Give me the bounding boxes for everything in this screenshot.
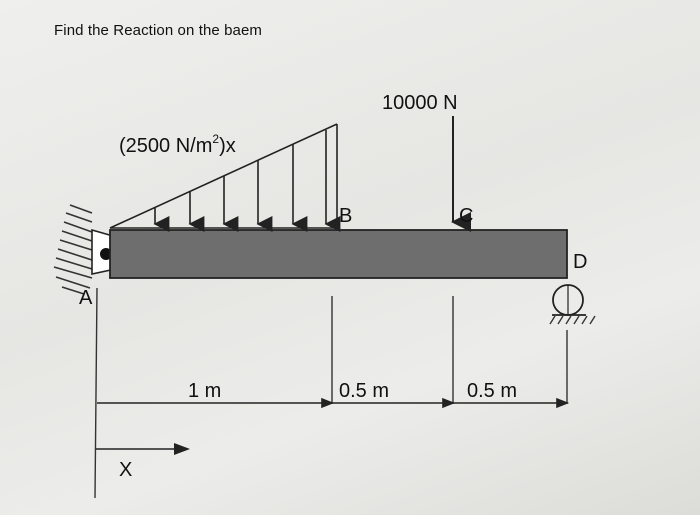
dimension-cd-label: 0.5 m <box>467 380 517 402</box>
distributed-load-arrows <box>153 130 341 232</box>
point-a-label: A <box>79 287 93 309</box>
dimension-line <box>97 397 570 409</box>
distributed-load-label: (2500 N/m2)x <box>119 132 236 157</box>
point-load-label: 10000 N <box>382 92 458 114</box>
x-axis-label: X <box>119 459 132 481</box>
beam <box>109 229 568 279</box>
point-b-label: B <box>339 205 352 227</box>
x-axis-arrow <box>96 443 190 455</box>
wall-hatch <box>53 204 93 295</box>
question-text: Find the Reaction on the baem <box>54 22 263 39</box>
point-d-label: D <box>573 251 587 273</box>
dimension-ab-label: 1 m <box>188 380 221 402</box>
roller-support-d <box>549 284 596 325</box>
point-c-label: C <box>459 205 473 227</box>
dimension-extension-lines <box>94 287 568 499</box>
dimension-bc-label: 0.5 m <box>339 380 389 402</box>
